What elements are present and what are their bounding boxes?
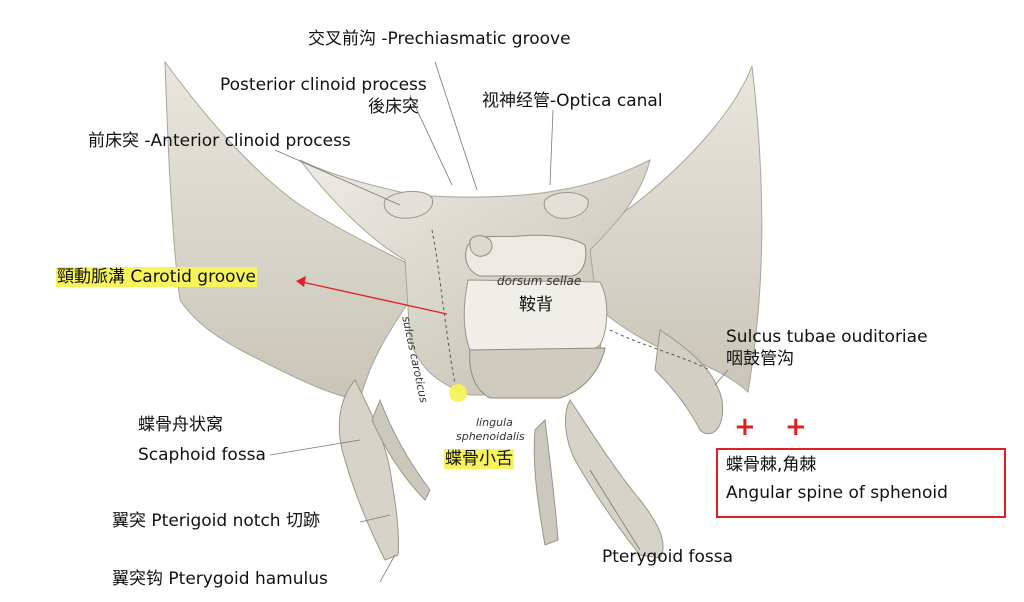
anterior-clinoid-label: 前床突 -Anterior clinoid process — [88, 131, 351, 151]
posterior-clinoid-cn-label: 後床突 — [368, 97, 419, 117]
angular-spine-cn-label: 蝶骨棘,角棘 — [726, 455, 817, 475]
rough-surface — [469, 347, 606, 399]
dorsum-sellae — [465, 234, 587, 277]
scaphoid-cn-label: 蝶骨舟状窝 — [138, 415, 223, 435]
prechiasmatic-label: 交叉前沟 -Prechiasmatic groove — [308, 29, 571, 49]
carotid-groove-label: 頸動脈溝 Carotid groove — [56, 267, 258, 288]
carotid-groove-text: 頸動脈溝 Carotid groove — [56, 267, 258, 287]
dorsum-cn-label: 鞍背 — [519, 295, 553, 315]
left-anterior-clinoid — [383, 191, 434, 219]
right-pterygoid-medial — [533, 418, 559, 546]
lingula-label-1: lingula — [476, 416, 513, 429]
lingula-cn-label: 蝶骨小舌 — [444, 449, 514, 470]
left-pterygoid — [338, 379, 399, 561]
right-greater-wing — [579, 65, 763, 394]
plus-marks: + + — [734, 412, 817, 442]
lingula-highlight — [449, 384, 467, 402]
sulcus-tubae-cn-label: 咽鼓管沟 — [726, 349, 794, 369]
optic-canal-label: 视神经管-Optica canal — [482, 91, 663, 111]
right-spine-region — [654, 329, 724, 435]
lingula-cn-text: 蝶骨小舌 — [444, 449, 514, 469]
pterygoid-fossa-label: Pterygoid fossa — [602, 547, 734, 567]
left-pterygoid-lateral — [371, 398, 431, 501]
posterior-clinoid — [469, 235, 493, 257]
sulcus-tubae-label: Sulcus tubae ouditoriae — [726, 327, 928, 347]
scaphoid-en-label: Scaphoid fossa — [138, 445, 266, 465]
angular-spine-box — [716, 448, 1006, 518]
posterior-clinoid-label: Posterior clinoid process — [220, 75, 427, 95]
pterygoid-hamulus-label: 翼突钩 Pterygoid hamulus — [112, 569, 328, 589]
angular-spine-en-label: Angular spine of sphenoid — [726, 483, 948, 503]
pterygoid-notch-label: 翼突 Pterigoid notch 切跡 — [112, 511, 320, 531]
dorsum-sellae-label: dorsum sellae — [497, 274, 582, 288]
carotid-arrow-head — [296, 276, 306, 287]
carotid-sulcus-line — [431, 229, 459, 396]
right-pterygoid — [565, 399, 664, 559]
right-anterior-clinoid — [543, 192, 589, 219]
carotid-arrow — [301, 281, 448, 315]
sulcus-tubae-line — [609, 329, 711, 371]
lingula-label-2: sphenoidalis — [456, 430, 525, 443]
